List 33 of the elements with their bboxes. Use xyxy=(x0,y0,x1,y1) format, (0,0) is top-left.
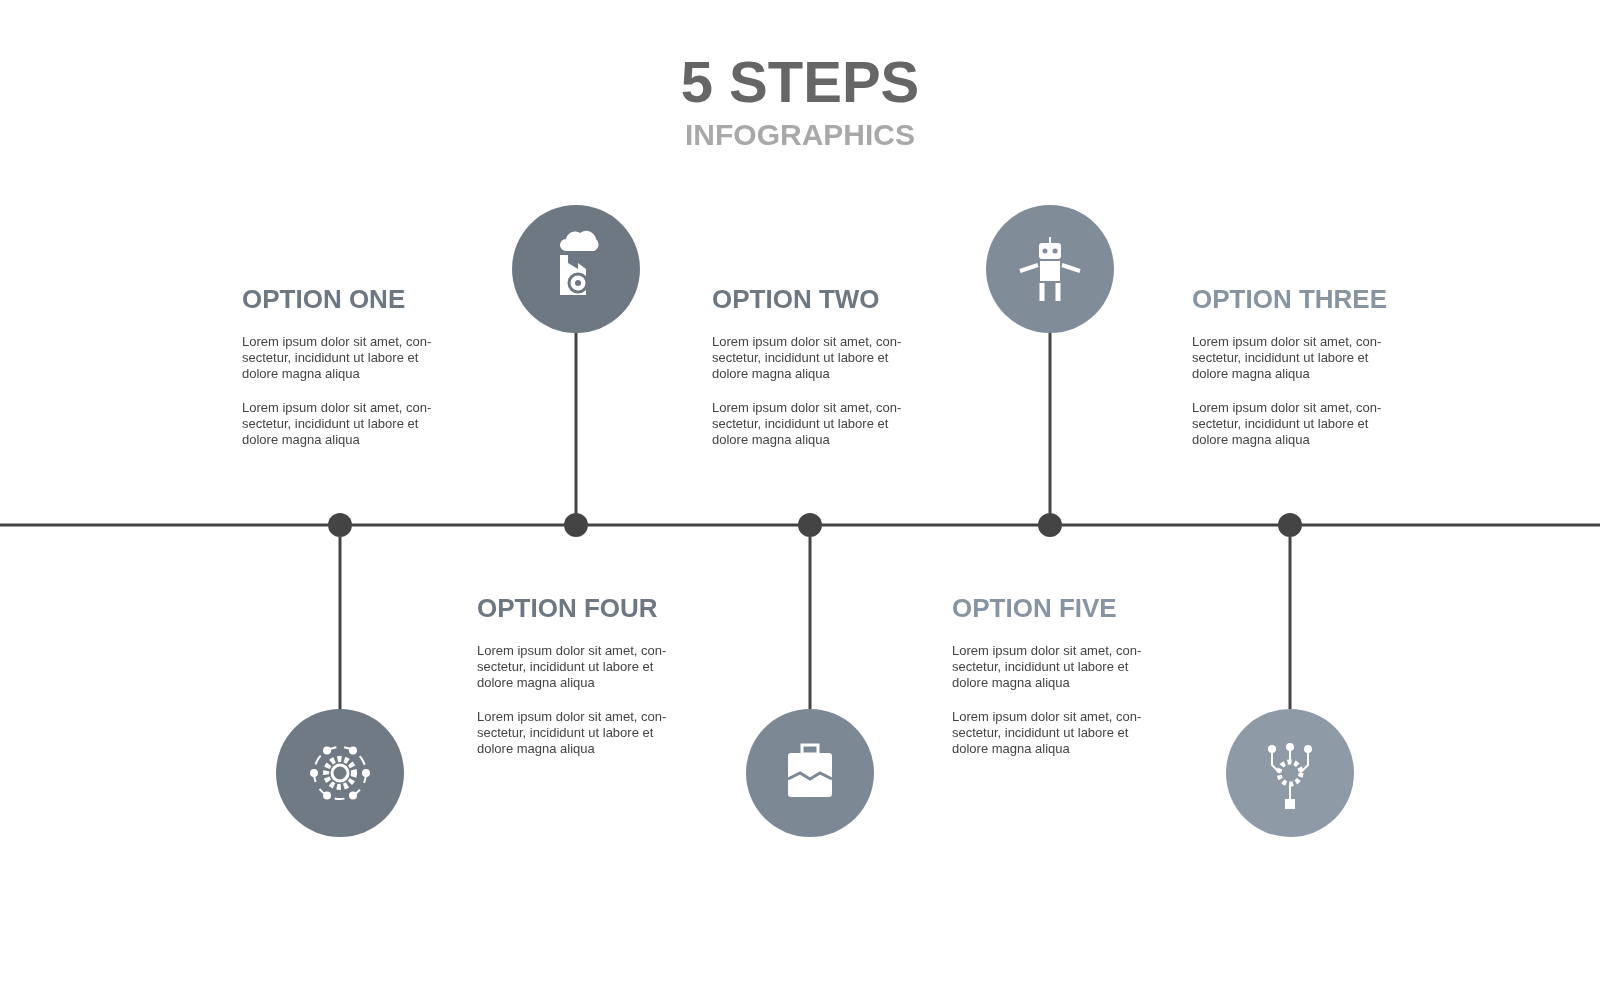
option-description: Lorem ipsum dolor sit amet, con- sectetur, incididunt ut labore et dolore magna aliqua xyxy=(712,334,903,382)
option-description: Lorem ipsum dolor sit amet, con- sectetur, incididunt ut labore et dolore magna aliqua xyxy=(712,400,903,448)
option-description: Lorem ipsum dolor sit amet, con- sectetur, incididunt ut labore et dolore magna aliqua xyxy=(477,709,668,757)
timeline-dot xyxy=(564,513,588,537)
option-description: Lorem ipsum dolor sit amet, con- sectetur, incididunt ut labore et dolore magna aliqua xyxy=(477,643,668,691)
option-heading: OPTION TWO xyxy=(712,284,880,315)
connector-line xyxy=(1302,523,1600,527)
subtitle: INFOGRAPHICS xyxy=(684,118,916,152)
option-description: Lorem ipsum dolor sit amet, con- sectetur, incididunt ut labore et dolore magna aliqua xyxy=(952,643,1143,691)
connector-line xyxy=(352,523,564,527)
connector-line xyxy=(1048,333,1052,513)
timeline-dot xyxy=(1278,513,1302,537)
timeline-dot xyxy=(1038,513,1062,537)
option-heading: OPTION FOUR xyxy=(477,593,658,624)
connector-line xyxy=(0,523,328,527)
connector-line xyxy=(1288,537,1292,709)
connector-line xyxy=(588,523,798,527)
option-heading: OPTION ONE xyxy=(242,284,406,315)
connector-line xyxy=(338,537,342,709)
connector-line xyxy=(822,523,1038,527)
option-heading: OPTION THREE xyxy=(1192,284,1387,315)
option-description: Lorem ipsum dolor sit amet, con- sectetur, incididunt ut labore et dolore magna aliqua xyxy=(242,334,433,382)
timeline-dot xyxy=(328,513,352,537)
connector-line xyxy=(808,537,812,709)
option-description: Lorem ipsum dolor sit amet, con- sectetur, incididunt ut labore et dolore magna aliqua xyxy=(1192,400,1383,448)
connector-line xyxy=(574,333,578,513)
title: 5 STEPS xyxy=(679,48,921,115)
connector-line xyxy=(1062,523,1278,527)
option-heading: OPTION FIVE xyxy=(952,593,1117,624)
timeline-dot xyxy=(798,513,822,537)
option-description: Lorem ipsum dolor sit amet, con- sectetur, incididunt ut labore et dolore magna aliqua xyxy=(242,400,433,448)
option-description: Lorem ipsum dolor sit amet, con- sectetur, incididunt ut labore et dolore magna aliqua xyxy=(1192,334,1383,382)
option-description: Lorem ipsum dolor sit amet, con- sectetur, incididunt ut labore et dolore magna aliqua xyxy=(952,709,1143,757)
